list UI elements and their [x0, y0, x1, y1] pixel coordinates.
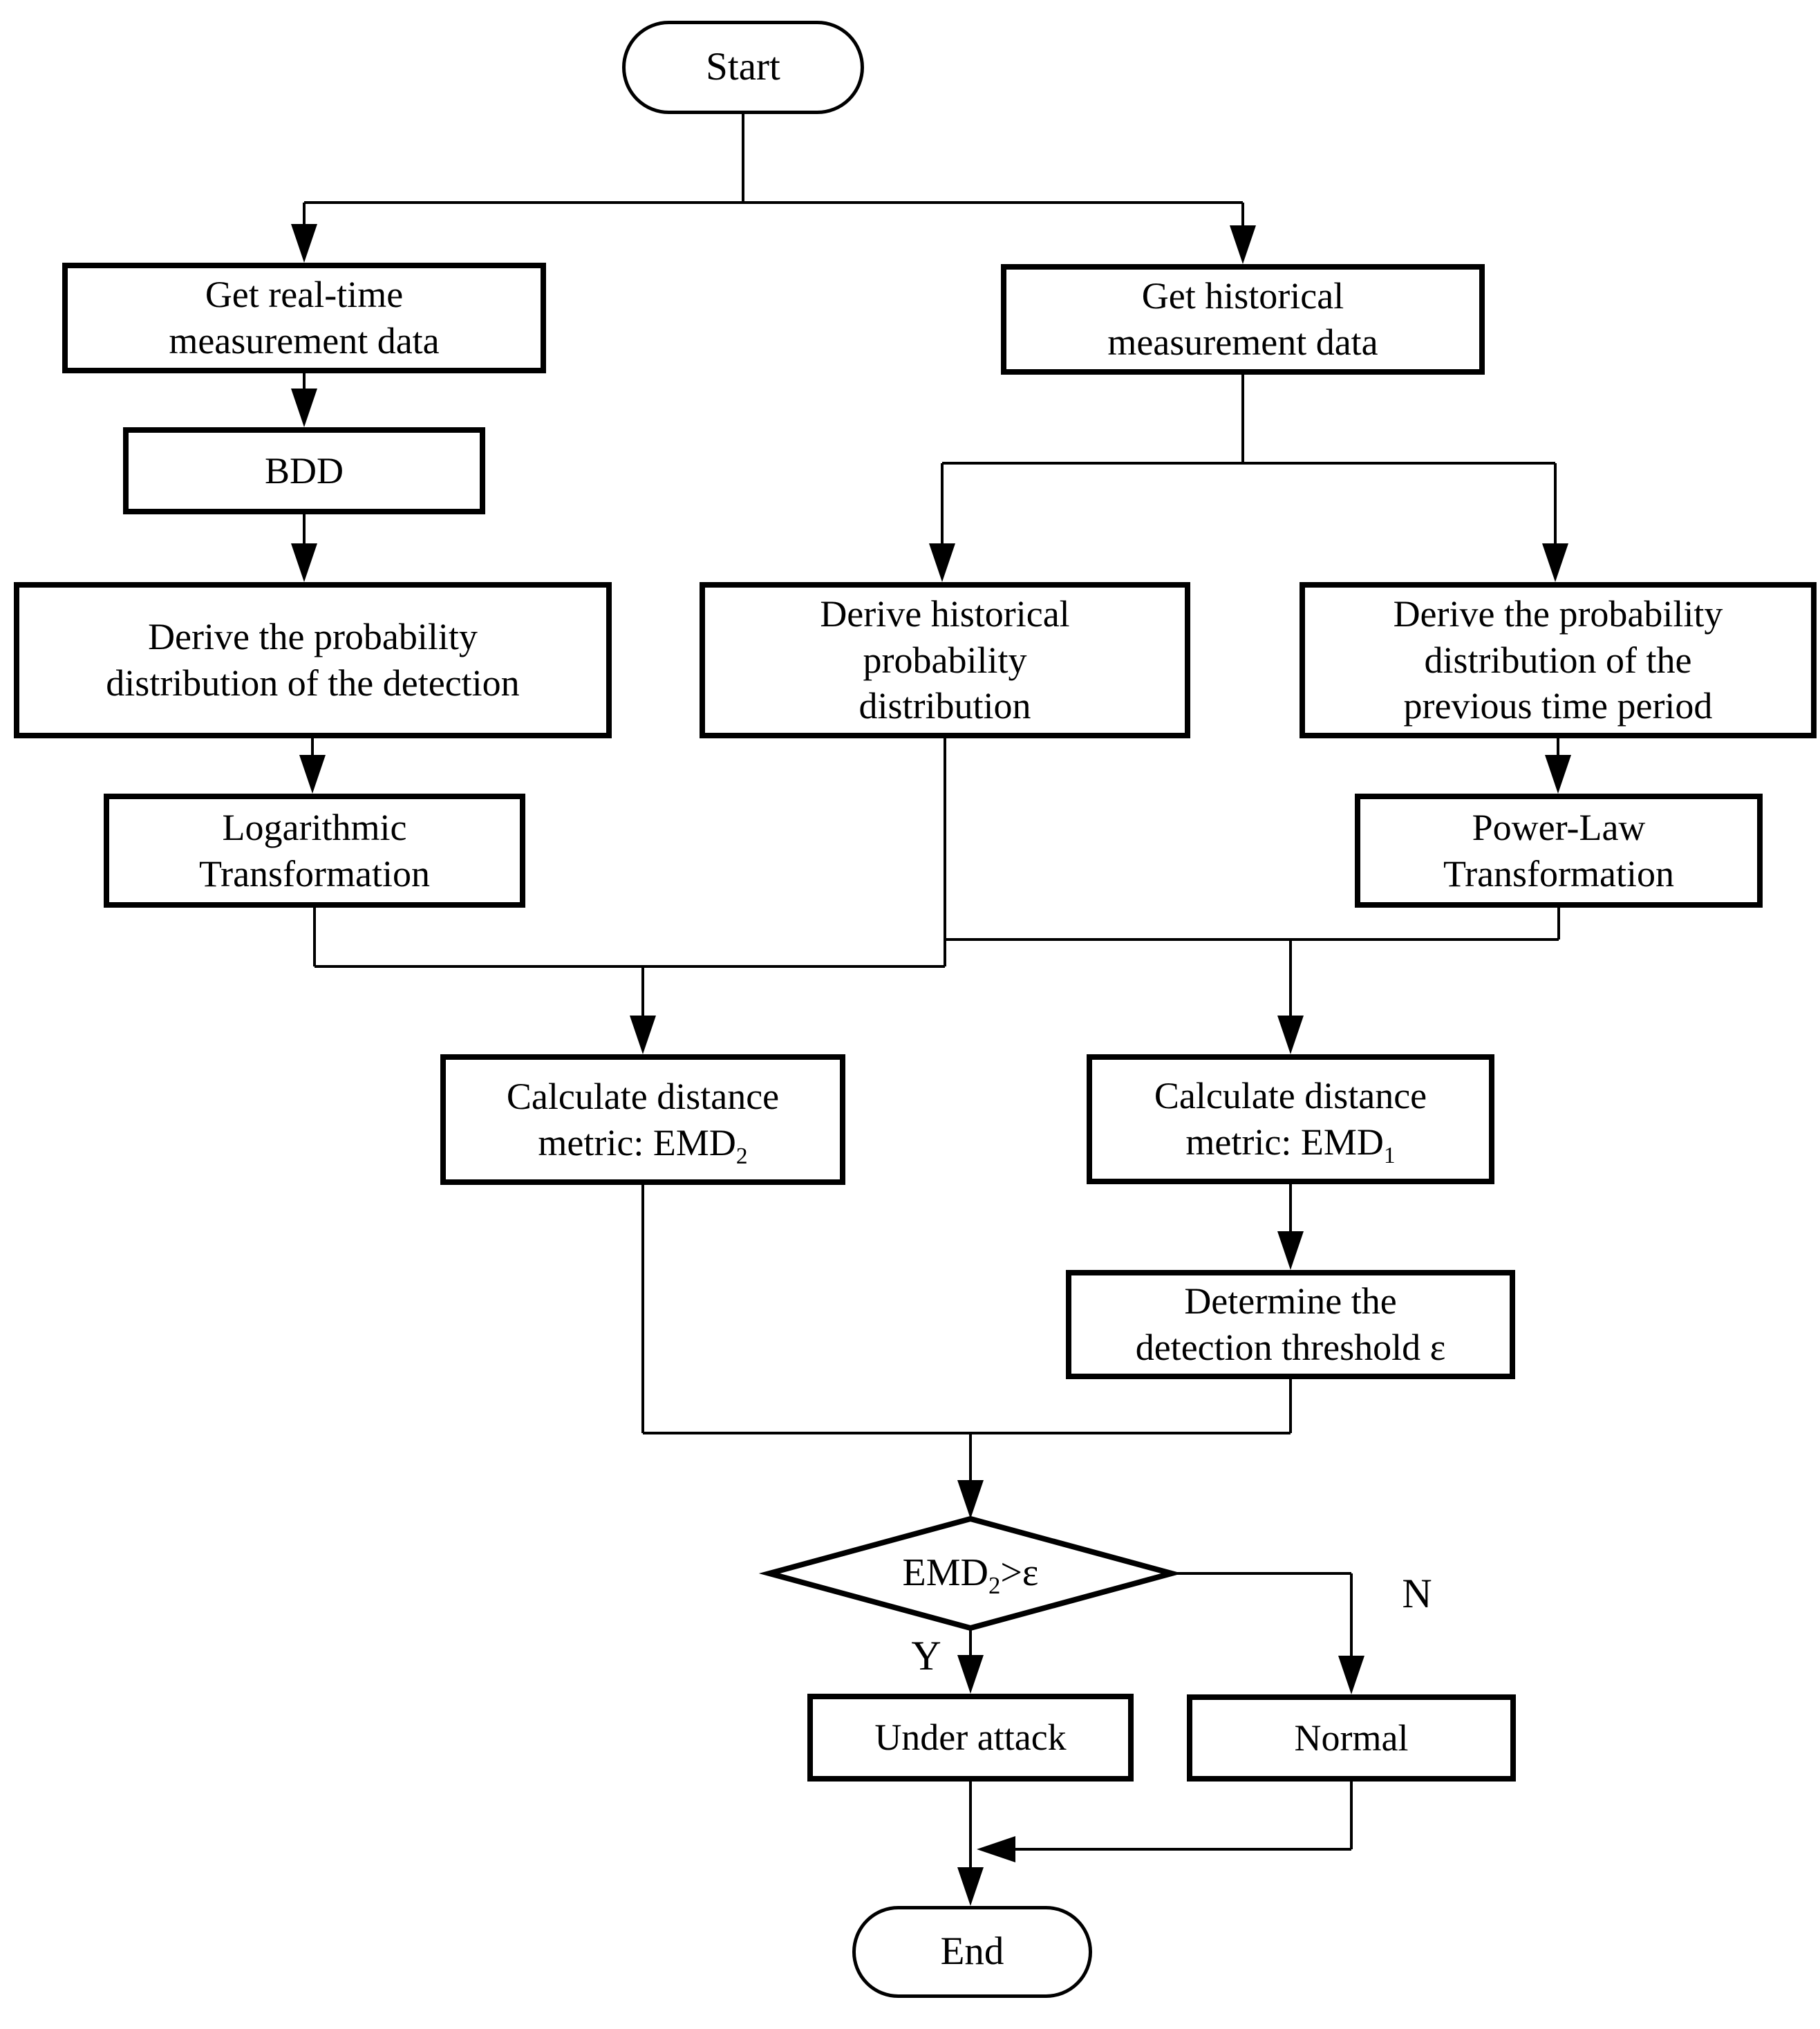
arrow-into-power-law — [1545, 755, 1571, 794]
decision-node-label: EMD2>ε — [769, 1519, 1172, 1628]
get-historical-node: Get historical measurement data — [1001, 264, 1485, 375]
log-transform-label: Logarithmic Transformation — [199, 806, 430, 895]
end-label: End — [940, 1929, 1004, 1974]
threshold-label: Determine the detection threshold ε — [1135, 1280, 1446, 1368]
emd1-subscript: 1 — [1383, 1142, 1396, 1168]
arrow-into-get-historical — [1230, 225, 1256, 264]
derive-detection-node: Derive the probability distribution of t… — [14, 582, 612, 738]
arrow-into-derive-historical — [929, 543, 955, 582]
derive-previous-node: Derive the probability distribution of t… — [1300, 582, 1817, 738]
arrowheads — [291, 224, 1571, 1906]
under-attack-label: Under attack — [874, 1717, 1067, 1759]
decision-diamond — [758, 1515, 1183, 1631]
derive-previous-label: Derive the probability distribution of t… — [1393, 592, 1723, 727]
decision-subscript: 2 — [988, 1572, 1001, 1600]
emd1-label: Calculate distance metric: EMD1 — [1154, 1075, 1427, 1168]
derive-historical-label: Derive historical probability distributi… — [820, 592, 1070, 727]
arrow-into-log-transform — [299, 755, 326, 794]
arrow-into-derive-detection — [291, 543, 317, 582]
power-law-node: Power-Law Transformation — [1355, 794, 1763, 908]
power-law-label: Power-Law Transformation — [1443, 806, 1674, 895]
arrow-into-derive-previous — [1542, 543, 1568, 582]
get-realtime-label: Get real-time measurement data — [169, 274, 440, 362]
get-realtime-node: Get real-time measurement data — [62, 263, 546, 373]
log-transform-node: Logarithmic Transformation — [104, 794, 525, 908]
end-node: End — [852, 1906, 1092, 1998]
arrow-into-emd2 — [630, 1016, 656, 1054]
emd2-subscript: 2 — [735, 1143, 748, 1169]
threshold-node: Determine the detection threshold ε — [1066, 1270, 1515, 1379]
decision-text: EMD2>ε — [902, 1551, 1039, 1600]
arrow-merge-left — [977, 1836, 1015, 1862]
start-label: Start — [706, 45, 780, 89]
arrow-into-bdd — [291, 389, 317, 427]
derive-historical-node: Derive historical probability distributi… — [700, 582, 1190, 738]
emd1-node: Calculate distance metric: EMD1 — [1087, 1054, 1494, 1184]
arrow-into-get-realtime — [291, 224, 317, 263]
bdd-node: BDD — [123, 427, 485, 514]
arrow-into-emd1 — [1277, 1016, 1304, 1054]
arrow-into-under-attack — [957, 1655, 984, 1694]
emd2-label: Calculate distance metric: EMD2 — [506, 1075, 780, 1169]
edge-label-no: N — [1402, 1570, 1432, 1616]
connector-lines — [303, 114, 1560, 1867]
emd2-node: Calculate distance metric: EMD2 — [440, 1054, 845, 1185]
bdd-label: BDD — [264, 449, 344, 492]
derive-detection-label: Derive the probability distribution of t… — [106, 616, 520, 704]
arrow-into-normal — [1338, 1656, 1364, 1694]
normal-label: Normal — [1294, 1717, 1409, 1759]
get-historical-label: Get historical measurement data — [1107, 275, 1378, 363]
normal-node: Normal — [1187, 1694, 1516, 1782]
start-node: Start — [622, 21, 864, 114]
arrow-into-end — [957, 1867, 984, 1906]
edge-label-yes: Y — [911, 1632, 941, 1679]
arrow-into-threshold — [1277, 1231, 1304, 1270]
arrow-into-decision — [957, 1480, 984, 1519]
under-attack-node: Under attack — [807, 1694, 1134, 1782]
